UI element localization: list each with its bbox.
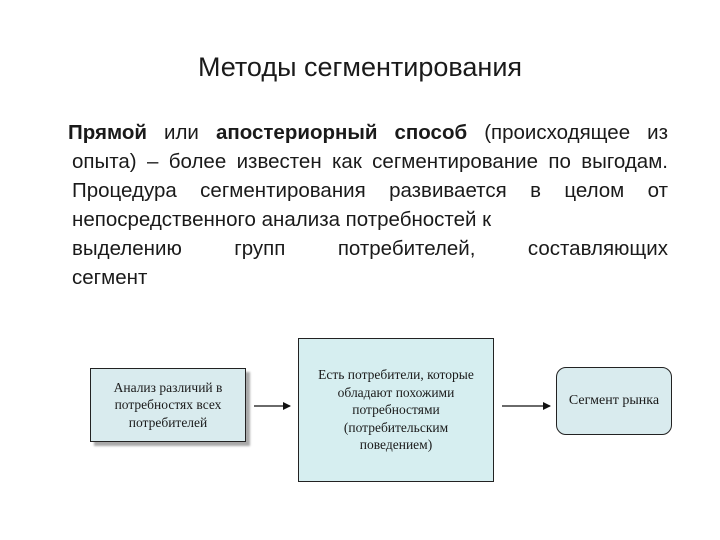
paragraph-line-6: сегмент xyxy=(72,266,148,289)
box-market-segment: Сегмент рынка xyxy=(556,367,672,435)
term-aposteriori: апостериорный способ xyxy=(215,121,468,144)
body-paragraph: Прямой или апостериорный способ (происхо… xyxy=(68,118,669,292)
paragraph-line-5: выделению групп потребителей, составляющ… xyxy=(72,237,668,260)
term-direct: Прямой xyxy=(68,121,147,144)
box-similar-consumers-label: Есть потребители, которые обладают похож… xyxy=(318,367,474,453)
box-similar-consumers: Есть потребители, которые обладают похож… xyxy=(298,338,494,482)
box-needs-analysis-label: Анализ различий в потребностях всех потр… xyxy=(113,379,223,430)
box-needs-analysis: Анализ различий в потребностях всех потр… xyxy=(90,368,246,442)
connector-text: или xyxy=(146,121,216,144)
paragraph-text: (происходящее из опыта) – более известен… xyxy=(72,121,669,231)
box-market-segment-label: Сегмент рынка xyxy=(568,393,660,409)
slide-title: Методы сегментирования xyxy=(197,52,523,82)
